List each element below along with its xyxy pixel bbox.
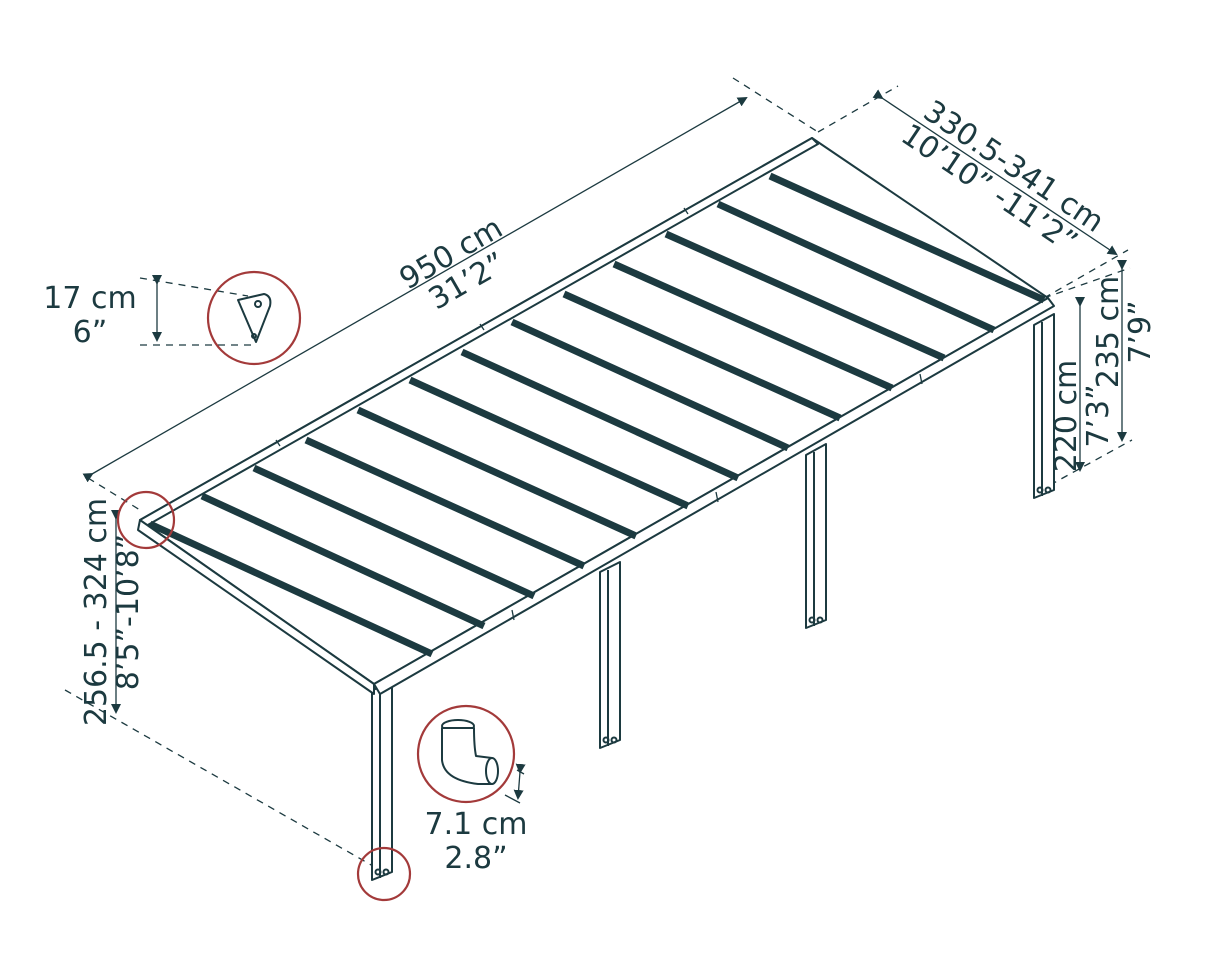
post-height-imperial: 7’3” — [1081, 384, 1116, 447]
downpipe-metric: 7.1 cm — [425, 807, 528, 842]
wall-height-metric: 235 cm — [1091, 276, 1126, 389]
post-middle-1 — [599, 561, 621, 749]
downpipe-imperial: 2.8” — [444, 841, 507, 876]
posts — [371, 313, 1055, 881]
detail-bracket — [206, 270, 302, 366]
post-back-right — [1033, 313, 1055, 499]
post-height-metric: 220 cm — [1049, 360, 1084, 473]
front-height-metric: 256.5 - 324 cm — [79, 498, 114, 726]
bracket-imperial: 6” — [73, 315, 108, 350]
front-height-imperial: 8’5”-10’8” — [111, 534, 146, 690]
dimension-lines — [82, 89, 1127, 804]
bracket-icon — [237, 293, 272, 343]
bracket-metric: 17 cm — [43, 281, 136, 316]
rafters — [148, 172, 1046, 658]
post-middle-2 — [805, 443, 827, 629]
detail-corner — [116, 490, 176, 550]
detail-foot — [356, 846, 412, 902]
wall-height-imperial: 7’9” — [1123, 300, 1158, 363]
detail-downpipe — [416, 704, 516, 804]
elbow-pipe-icon — [441, 719, 499, 785]
